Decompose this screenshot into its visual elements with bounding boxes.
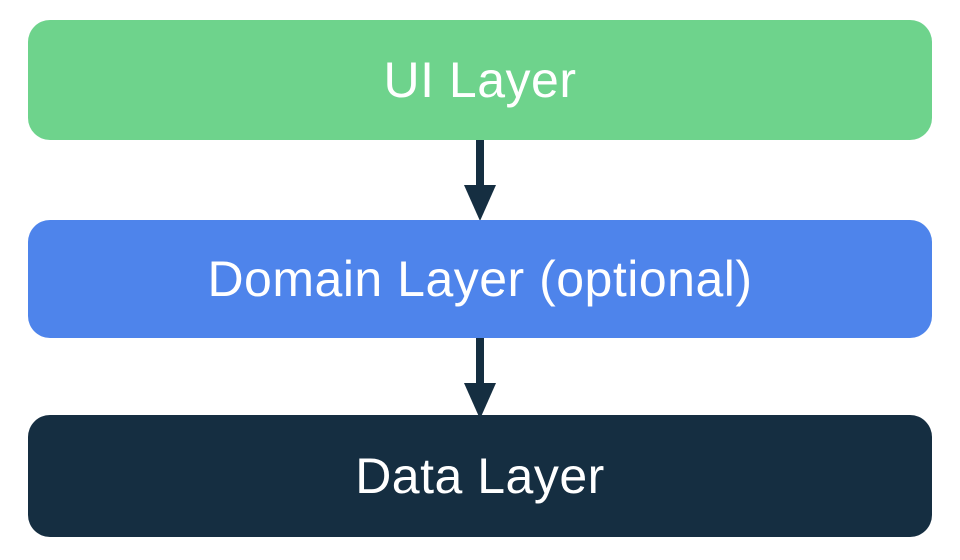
domain-layer-box: Domain Layer (optional): [28, 220, 932, 338]
arrow-head-icon: [464, 185, 496, 221]
down-arrow-domain-to-data: [464, 338, 496, 419]
ui-layer-box: UI Layer: [28, 20, 932, 140]
arrow-shaft: [476, 140, 484, 185]
ui-layer-label: UI Layer: [383, 52, 577, 108]
domain-layer-label: Domain Layer (optional): [207, 251, 753, 307]
arrow-head-icon: [464, 383, 496, 419]
data-layer-box: Data Layer: [28, 415, 932, 537]
down-arrow-ui-to-domain: [464, 140, 496, 221]
data-layer-label: Data Layer: [355, 448, 605, 504]
arrow-shaft: [476, 338, 484, 383]
